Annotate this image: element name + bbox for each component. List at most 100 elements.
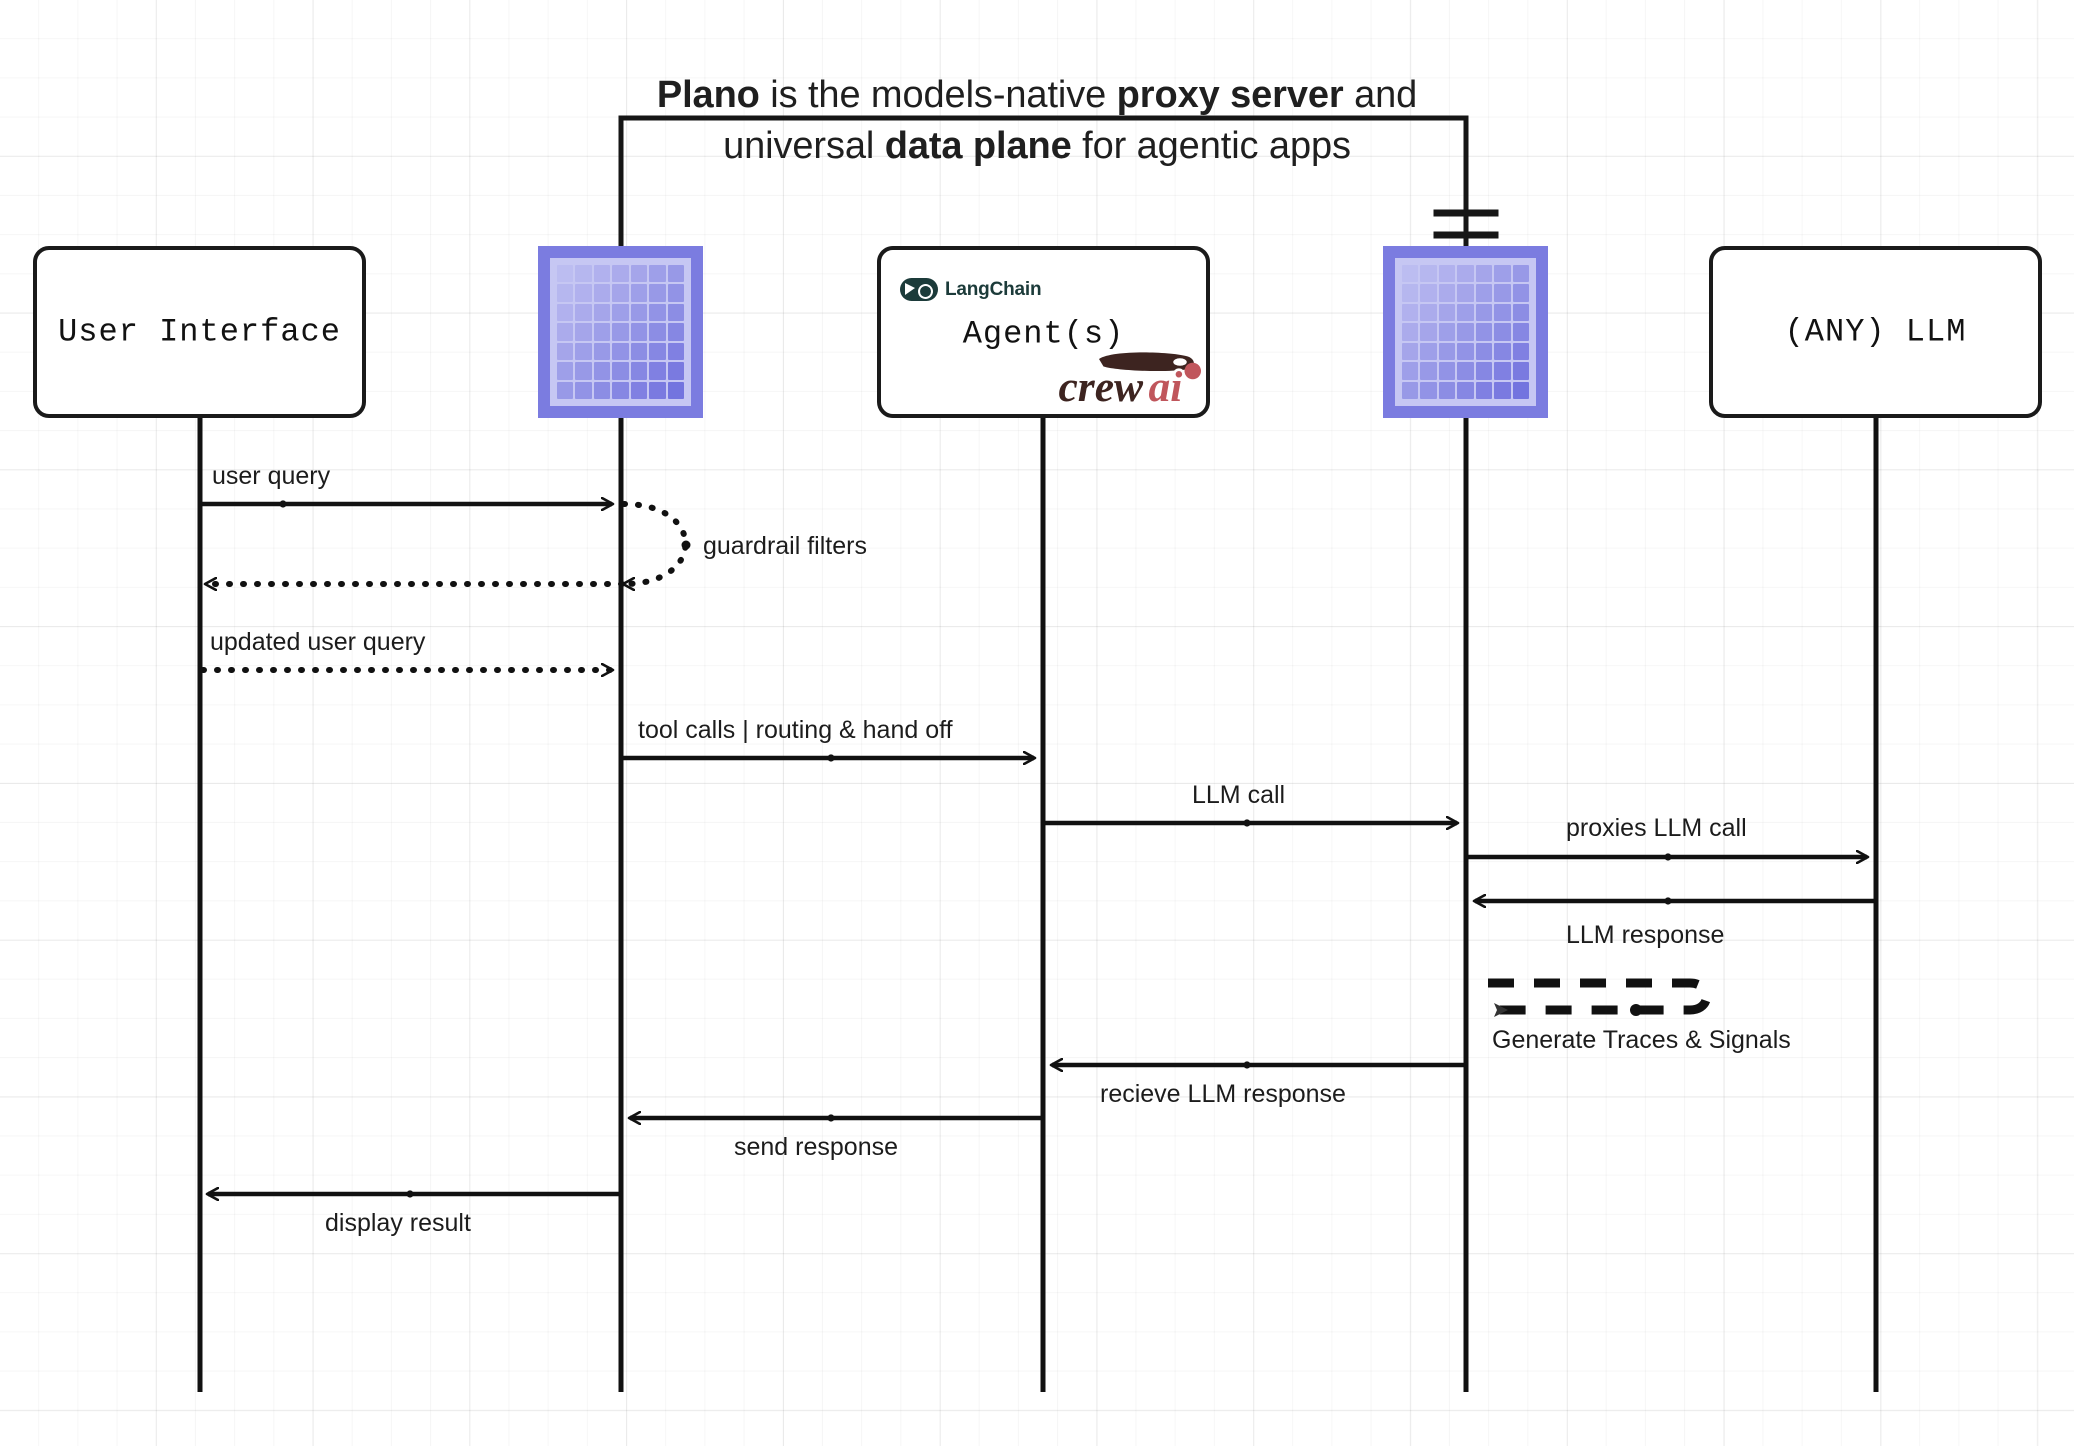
plano-logo-tile — [1512, 342, 1529, 361]
plano-logo-egress[interactable] — [1383, 246, 1548, 418]
label-guardrail-filters: guardrail filters — [703, 532, 867, 560]
plano-logo-tile — [1494, 303, 1511, 322]
plano-logo-tile — [612, 303, 629, 322]
plano-logo-tile — [649, 284, 666, 302]
plano-logo-tile — [557, 362, 574, 380]
plano-logo-tile — [1512, 303, 1529, 322]
plano-logo-tile — [649, 362, 666, 380]
plano-logo-tile — [1494, 323, 1511, 341]
lifelines — [197, 246, 1879, 1392]
plano-logo-tile — [1438, 362, 1456, 380]
plano-logo-tile — [1512, 381, 1529, 399]
plano-logo-tile — [1402, 342, 1419, 361]
plano-logo-tile — [612, 342, 629, 361]
plano-logo-tile — [1420, 284, 1437, 302]
plano-logo-tile — [1475, 323, 1493, 341]
plano-logo-tile — [1402, 362, 1419, 380]
plano-logo-tile — [1420, 303, 1437, 322]
plano-logo-tile — [1512, 284, 1529, 302]
plano-logo-tile — [1512, 362, 1529, 380]
plano-logo-tile — [630, 323, 648, 341]
plano-logo-tile — [612, 284, 629, 302]
plano-logo-tile — [1494, 362, 1511, 380]
plano-logo-tile — [649, 381, 666, 399]
langchain-label: LangChain — [945, 278, 1042, 300]
plano-logo-tile — [612, 323, 629, 341]
plano-logo-tile — [1494, 342, 1511, 361]
crewai-wordmark-icon: crew ai — [1056, 349, 1201, 414]
plano-logo-tile — [593, 362, 611, 380]
plano-logo-tile — [1438, 303, 1456, 322]
plano-logo-tile — [630, 342, 648, 361]
plano-logo-tile — [1438, 381, 1456, 399]
plano-logo-tile — [557, 323, 574, 341]
plano-logo-tile — [612, 362, 629, 380]
plano-logo-tile — [1420, 381, 1437, 399]
plano-logo-tile — [593, 265, 611, 283]
participant-agents[interactable]: Agent(s) — [877, 246, 1210, 418]
plano-logo-ingress[interactable] — [538, 246, 703, 418]
plano-logo-tile — [630, 381, 648, 399]
plano-logo-tile — [667, 303, 684, 322]
plano-logo-tile — [1420, 323, 1437, 341]
plano-logo-tile — [630, 303, 648, 322]
plano-logo-tile — [593, 303, 611, 322]
participant-any-llm[interactable]: (ANY) LLM — [1709, 246, 2042, 418]
plano-logo-tile — [1512, 265, 1529, 283]
plano-logo-tile — [1457, 284, 1474, 302]
svg-text:crew: crew — [1059, 363, 1145, 411]
arrow-guardrail-filters — [621, 501, 689, 584]
langchain-logo: LangChain — [900, 278, 1042, 301]
plano-logo-tile — [612, 381, 629, 399]
plano-logo-tile — [1494, 265, 1511, 283]
plano-logo-tile — [593, 381, 611, 399]
plano-logo-tile — [1457, 362, 1474, 380]
plano-logo-tile — [1402, 284, 1419, 302]
plano-logo-tile — [1402, 323, 1419, 341]
participant-user-interface[interactable]: User Interface — [33, 246, 366, 418]
plano-logo-tile — [1438, 265, 1456, 283]
plano-logo-tile — [649, 323, 666, 341]
plano-logo-tile — [649, 265, 666, 283]
plano-logo-tile — [1475, 362, 1493, 380]
label-updated-user-query: updated user query — [210, 628, 426, 656]
plano-logo-tile — [1420, 265, 1437, 283]
plano-logo-tile — [1457, 323, 1474, 341]
plano-logo-tile — [1420, 342, 1437, 361]
plano-logo-tile — [667, 323, 684, 341]
label-proxies-llm-call: proxies LLM call — [1566, 814, 1747, 842]
plano-logo-tile — [1438, 284, 1456, 302]
plano-logo-tile — [1494, 284, 1511, 302]
plano-logo-tile — [557, 284, 574, 302]
label-generate-traces: Generate Traces & Signals — [1492, 1026, 1791, 1054]
plano-logo-tile — [593, 323, 611, 341]
plano-logo-tile — [1402, 381, 1419, 399]
participant-label-agents: Agent(s) — [962, 315, 1125, 353]
label-send-response: send response — [734, 1133, 899, 1161]
plano-logo-tile — [575, 284, 592, 302]
plano-logo-tile — [630, 284, 648, 302]
plano-logo-tile — [1475, 284, 1493, 302]
title-line-2: universal data plane for agentic apps — [723, 125, 1351, 167]
plano-logo-tile — [649, 342, 666, 361]
label-llm-call: LLM call — [1192, 781, 1286, 809]
label-llm-response: LLM response — [1566, 921, 1725, 949]
plano-logo-tile — [1420, 362, 1437, 380]
plano-logo-tile — [593, 342, 611, 361]
title-line-1: Plano is the models-native proxy server … — [656, 74, 1418, 116]
plano-logo-tile — [649, 303, 666, 322]
plano-logo-tile — [667, 362, 684, 380]
plano-bracket — [618, 115, 1499, 249]
langchain-parrot-icon — [900, 278, 938, 301]
plano-logo-tile — [1512, 323, 1529, 341]
plano-logo-tile — [557, 342, 574, 361]
participant-label-any-llm: (ANY) LLM — [1784, 313, 1967, 351]
plano-logo-tile — [1438, 323, 1456, 341]
svg-text:ai: ai — [1149, 363, 1183, 411]
plano-logo-tile — [1457, 342, 1474, 361]
plano-logo-tile — [575, 323, 592, 341]
plano-logo-grid — [550, 258, 691, 406]
plano-logo-tile — [667, 284, 684, 302]
